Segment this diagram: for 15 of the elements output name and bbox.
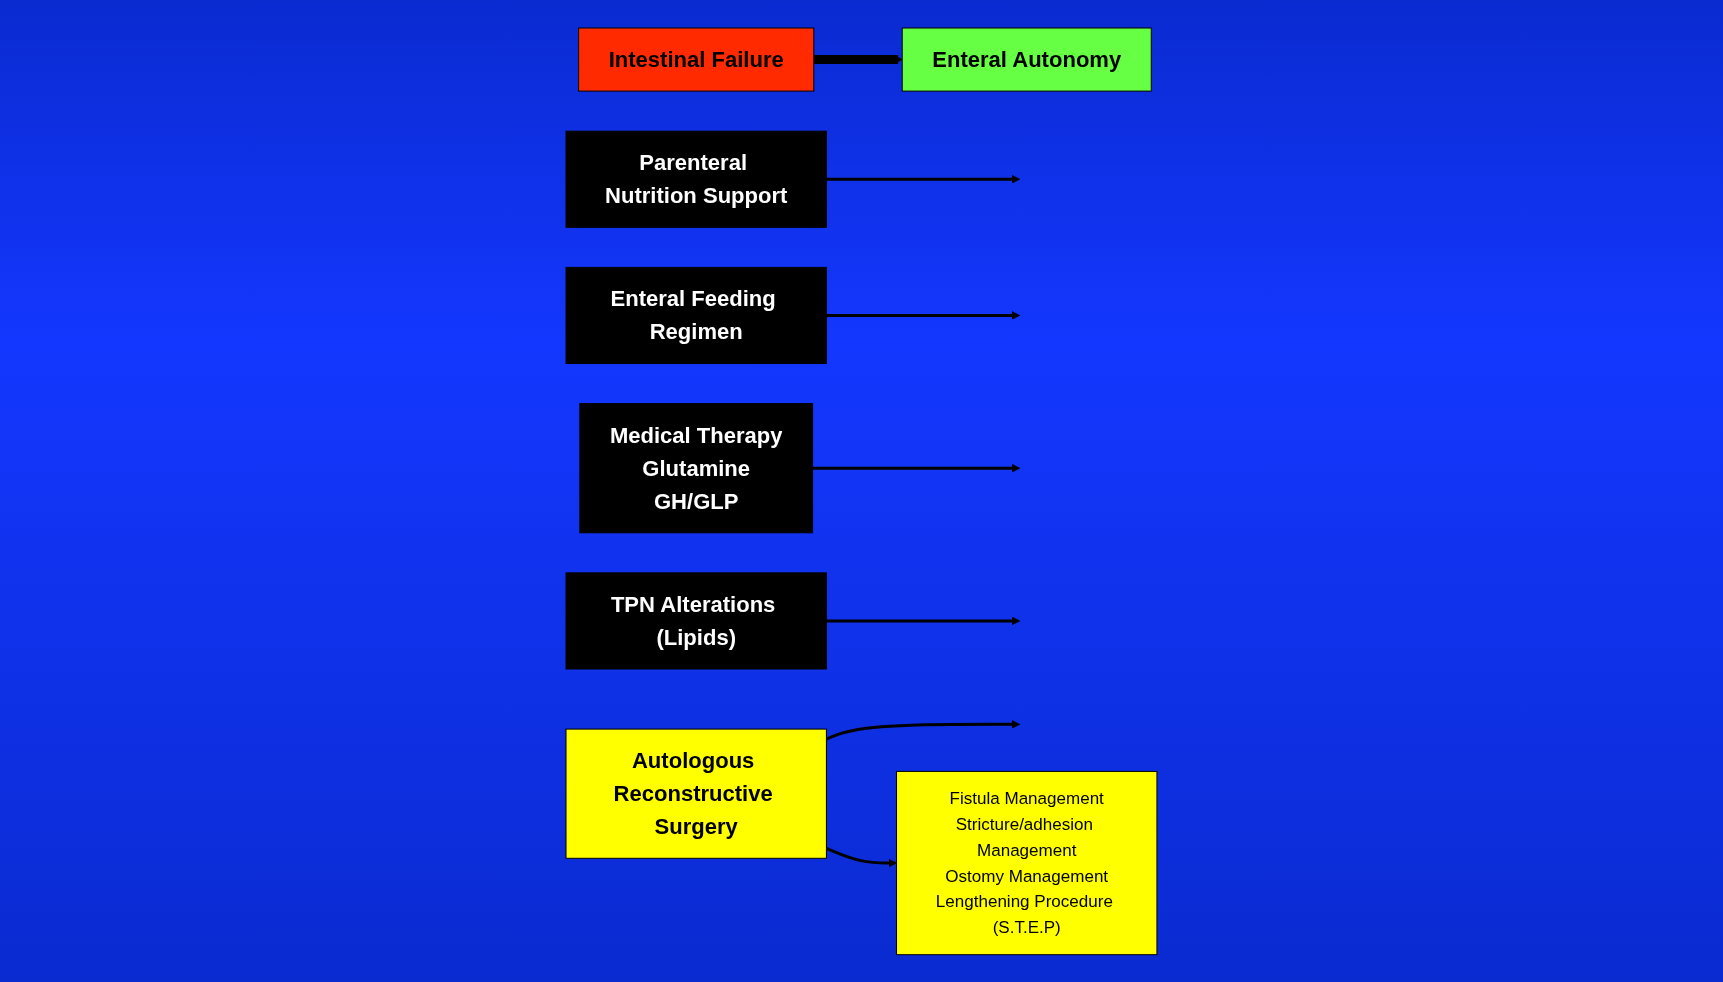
arrow [812,463,1021,473]
process-box: Enteral Autonomy [901,27,1152,92]
arrow [826,310,1021,320]
process-box: Autologous Reconstructive Surgery [565,728,827,859]
arrow [825,719,1021,741]
process-box: Enteral Feeding Regimen [565,266,827,364]
arrow [825,846,897,868]
arrow [826,174,1021,184]
arrow [826,616,1021,625]
process-box: TPN Alterations (Lipids) [565,572,827,670]
process-box: Intestinal Failure [578,27,815,92]
arrow [813,54,903,64]
process-box: Fistula Management Stricture/adhesion Management Ostomy Management Lengthening Procedure (S.T.E.P) [896,770,1158,955]
process-box: Parenteral Nutrition Support [565,130,827,228]
process-box: Medical Therapy Glutamine GH/GLP [579,402,814,533]
